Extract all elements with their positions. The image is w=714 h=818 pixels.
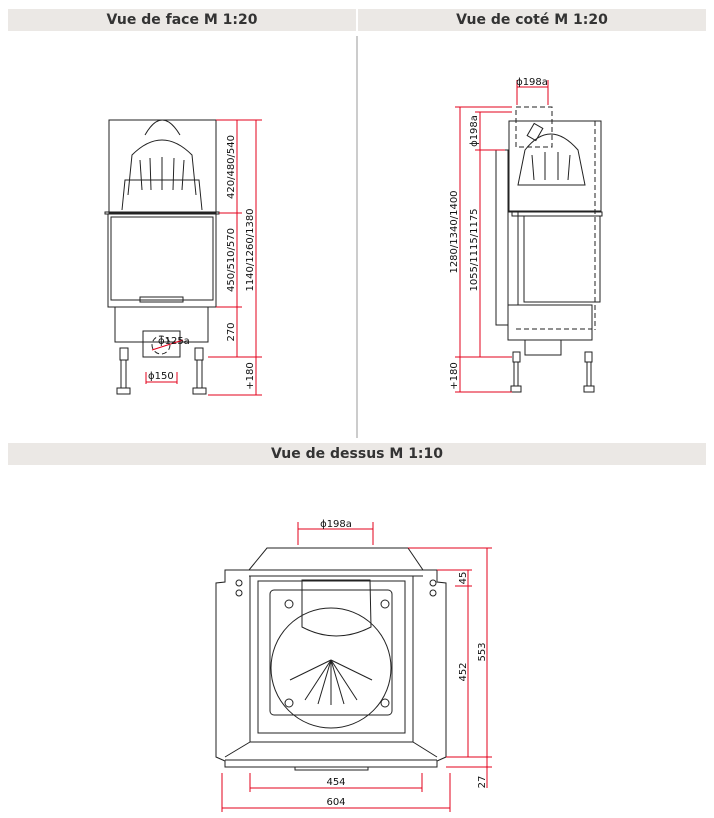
header-top-view: Vue de dessus M 1:10 [8, 443, 706, 465]
dim-hood-height: 420/480/540 [226, 135, 237, 199]
dim-side-legs: +180 [449, 362, 460, 389]
dim-top-depth: 553 [477, 642, 488, 661]
dim-top-width: 604 [326, 797, 345, 808]
front-view-dimensions [145, 119, 262, 396]
side-view-dimensions [455, 80, 549, 393]
dim-top-offset: 45 [458, 572, 469, 585]
front-view-drawing [104, 119, 220, 395]
dim-side-flue-side: ϕ198a [469, 115, 480, 147]
dim-top-inner-depth: 452 [458, 662, 469, 681]
top-view-drawing [215, 547, 447, 771]
dim-side-outlet: 1055/1115/1175 [469, 208, 480, 291]
header-front-view: Vue de face M 1:20 [8, 9, 356, 31]
dim-side-flue-top: ϕ198a [516, 77, 548, 88]
dim-air-diameter: ϕ150 [148, 371, 174, 382]
dim-legs: +180 [245, 362, 256, 389]
header-side-view: Vue de coté M 1:20 [358, 9, 706, 31]
dim-glass-height: 450/510/570 [226, 228, 237, 292]
dim-top-inner-width: 454 [326, 777, 345, 788]
dim-flue-diameter: ϕ125a [158, 336, 190, 347]
dim-side-total: 1280/1340/1400 [449, 190, 460, 273]
dim-base-height: 270 [226, 322, 237, 341]
dim-total-height: 1140/1260/1380 [245, 208, 256, 291]
side-view-drawing [495, 106, 603, 393]
dim-top-front: 27 [477, 776, 488, 789]
top-view-dimensions [221, 522, 492, 812]
dim-top-flue: ϕ198a [320, 519, 352, 530]
